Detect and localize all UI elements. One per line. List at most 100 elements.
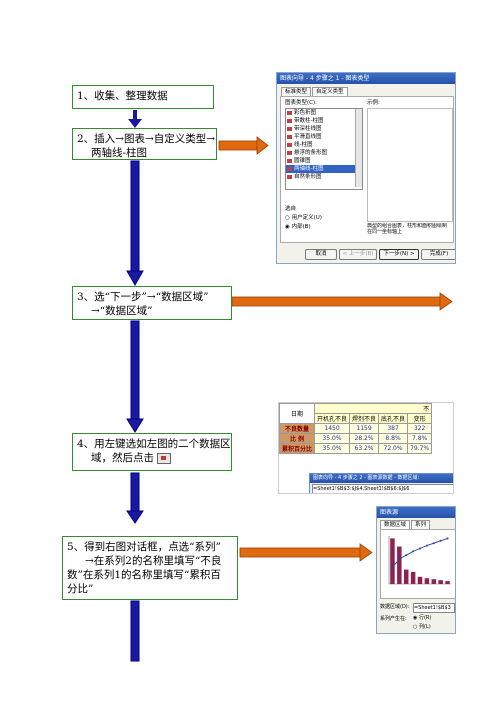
preview-point xyxy=(405,554,408,557)
prev-button[interactable]: < 上一步(B) xyxy=(339,249,377,260)
table-cell[interactable]: 1450 xyxy=(314,423,351,434)
chart-type-list-item[interactable]: 悬浮的条形图 xyxy=(286,149,362,157)
table-cell[interactable]: 72.0% xyxy=(378,443,409,454)
chart-source-title: 图表源 xyxy=(377,507,455,518)
chart-type-list-item[interactable]: 线-柱图 xyxy=(286,141,362,149)
radio-cols[interactable]: ○ 列(L) xyxy=(413,624,431,630)
chart-type-list-item[interactable]: 自然条形图 xyxy=(286,173,362,181)
down-arrow-2 xyxy=(126,160,144,287)
table-cell[interactable]: 322 xyxy=(407,423,433,434)
preview-point xyxy=(425,544,428,547)
table-col-header[interactable]: 开机孔不良 xyxy=(314,413,351,424)
range-wizard-input[interactable]: =Sheet1!$B$3:$J$4,Sheet1!$B$6:$J$6 xyxy=(312,484,453,493)
preview-bar xyxy=(424,578,430,584)
cancel-button[interactable]: 取消 xyxy=(305,249,337,260)
preview-point xyxy=(439,539,442,542)
step-5-line-3: 数”在系列1的名称里填写“累积百 xyxy=(67,569,221,581)
range-input[interactable]: =Sheet1!$B$3 xyxy=(413,603,455,613)
tab-standard-types[interactable]: 标准类型 xyxy=(281,87,312,96)
range-wizard-bar: 图表向导 - 4 步骤之 2 - 图表源数据 - 数据区域: =Sheet1!$… xyxy=(309,473,453,493)
preview-bar xyxy=(410,572,416,584)
step-4-line-2-text: 域，然后点击 xyxy=(91,452,154,464)
radio-user-defined-label: 用户定义(U) xyxy=(291,215,322,221)
step-3-line-2: →“数据区域” xyxy=(91,305,153,317)
chart-type-list-item[interactable]: 两轴线-柱图 xyxy=(286,165,362,173)
finish-button[interactable]: 完成(F) xyxy=(421,249,455,260)
table-row-label[interactable]: 不良数量 xyxy=(279,423,316,434)
radio-builtin[interactable]: ◉ 内部(B) xyxy=(285,224,311,230)
chart-type-list-label: 图表类型(C): xyxy=(285,100,317,106)
right-arrow-5 xyxy=(239,543,373,562)
table-cell[interactable]: 8.8% xyxy=(378,433,409,444)
table-col-header[interactable]: 焊剂不良 xyxy=(349,413,380,424)
step-3-box: 3、选“下一步”→“数据区域” →“数据区域” xyxy=(72,286,232,320)
table-corner: 日期 xyxy=(279,403,316,424)
chart-type-panel: 图表类型(C): 彩色折图带数柱-柱图带深柱线图平滑直线图线-柱图悬浮的条形图圆… xyxy=(280,96,454,243)
right-arrow-3 xyxy=(231,292,453,311)
next-button[interactable]: 下一步(N) > xyxy=(379,249,419,260)
table-cell[interactable]: 28.2% xyxy=(349,433,380,444)
chart-type-list-item[interactable]: 彩色折图 xyxy=(286,109,362,117)
down-arrow-1 xyxy=(128,110,142,128)
table-cell[interactable]: 387 xyxy=(378,423,409,434)
sample-label: 示例: xyxy=(367,100,380,106)
table-col-header[interactable]: 底孔不良 xyxy=(378,413,409,424)
table-row-label[interactable]: 比 例 xyxy=(279,433,316,444)
down-arrow-5 xyxy=(130,600,140,662)
range-label: 数据区域(D): xyxy=(380,604,410,610)
right-arrow-2 xyxy=(218,136,269,155)
preview-point xyxy=(419,547,421,550)
radio-builtin-label: 内部(B) xyxy=(291,224,311,230)
table-cell[interactable]: 79.7% xyxy=(407,443,433,454)
preview-axis xyxy=(388,536,451,585)
collapse-dialog-icon[interactable] xyxy=(157,452,172,464)
chart-type-list-item[interactable]: 带数柱-柱图 xyxy=(286,117,362,125)
chart-type-listbox[interactable]: 彩色折图带数柱-柱图带深柱线图平滑直线图线-柱图悬浮的条形图圆锥图两轴线-柱图自… xyxy=(285,108,363,190)
table-cell[interactable]: 35.0% xyxy=(314,433,351,444)
chart-source-tabs: 数据区域系列 xyxy=(380,520,431,529)
table-cell[interactable]: 7.8% xyxy=(407,433,433,444)
step-2-line-1: 2、插入→图表→自定义类型→ xyxy=(77,133,216,145)
down-arrow-4 xyxy=(126,472,144,524)
preview-bar xyxy=(417,576,423,584)
preview-bar xyxy=(431,579,437,584)
listbox-scrollbar[interactable] xyxy=(355,109,362,187)
preview-bar xyxy=(397,546,402,584)
step-5-line-2: →在系列2的名称里填写“不良 xyxy=(85,555,222,567)
chart-type-list-item[interactable]: 圆锥图 xyxy=(286,157,362,165)
chart-type-list-item[interactable]: 平滑直线图 xyxy=(286,133,362,141)
preview-point xyxy=(412,550,415,553)
range-wizard-title: 图表向导 - 4 步骤之 2 - 图表源数据 - 数据区域: xyxy=(310,474,453,483)
radio-cols-label: 列(L) xyxy=(418,624,431,630)
table-cell[interactable]: 63.2% xyxy=(349,443,380,454)
preview-point xyxy=(391,566,394,569)
step-2-box: 2、插入→图表→自定义类型→ 两轴线-柱图 xyxy=(72,128,217,160)
step-1-box: 1、收集、整理数据 xyxy=(72,85,214,109)
table-top-header: 不 xyxy=(314,403,433,414)
chart-type-list-item[interactable]: 带深柱线图 xyxy=(286,125,362,133)
down-arrow-3 xyxy=(126,320,144,433)
table-cell[interactable]: 35.0% xyxy=(314,443,351,454)
table-row-label[interactable]: 累积百分比 xyxy=(279,443,316,454)
tab-data-range[interactable]: 数据区域 xyxy=(380,520,411,529)
step-5-box: 5、得到右图对话框，点选“系列” →在系列2的名称里填写“不良 数”在系列1的名… xyxy=(62,536,238,600)
radio-user-defined[interactable]: ○ 用户定义(U) xyxy=(285,215,322,221)
table-cell[interactable]: 1159 xyxy=(349,423,380,434)
preview-bar xyxy=(390,538,395,584)
step-3-line-1: 3、选“下一步”→“数据区域” xyxy=(77,291,209,303)
step-4-line-1: 4、用左键选如左图的二个数据区 xyxy=(77,438,231,450)
series-in-label: 系列产生在: xyxy=(380,616,407,622)
radio-rows-label: 行(R) xyxy=(418,615,432,621)
preview-bar xyxy=(403,569,409,584)
table-col-header[interactable]: 变形 xyxy=(407,413,433,424)
step-1-text: 1、收集、整理数据 xyxy=(77,90,168,102)
preview-point xyxy=(446,537,449,540)
step-5-line-4: 分比” xyxy=(67,583,94,595)
preview-bar xyxy=(438,580,443,584)
tab-custom-types[interactable]: 自定义类型 xyxy=(312,87,348,96)
tab-series[interactable]: 系列 xyxy=(411,520,431,529)
radio-rows[interactable]: ◉ 行(R) xyxy=(413,615,432,621)
